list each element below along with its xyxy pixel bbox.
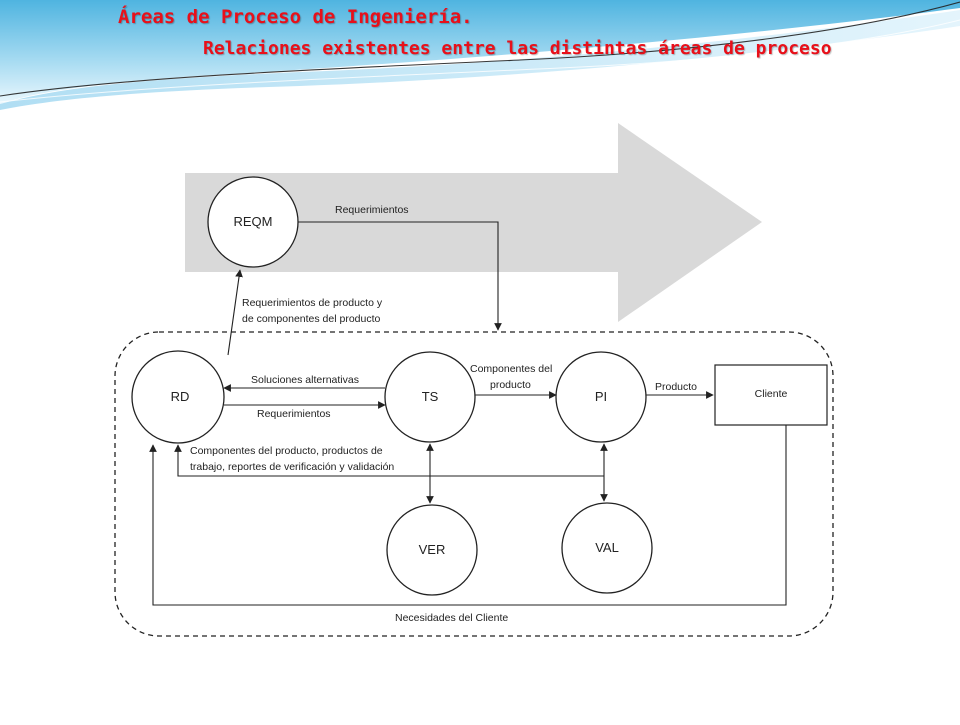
edge-reqm-requerimientos: Requerimientos xyxy=(298,204,502,331)
node-ver: VER xyxy=(386,504,478,596)
node-pi: PI xyxy=(555,351,647,443)
edge-feedback-label-1: Componentes del producto, productos de xyxy=(190,445,383,457)
edge-rd-to-reqm: Requerimientos de producto y de componen… xyxy=(227,269,383,356)
engineering-boundary xyxy=(114,331,834,637)
slide-subtitle: Relaciones existentes entre las distinta… xyxy=(203,38,832,59)
edge-ts-to-rd-label: Soluciones alternativas xyxy=(251,374,359,386)
node-reqm-label: REQM xyxy=(234,214,273,229)
edge-feedback-label-2: trabajo, reportes de verificación y vali… xyxy=(190,461,394,473)
node-ts-label: TS xyxy=(422,389,439,404)
node-val: VAL xyxy=(561,502,653,594)
slide-title: Áreas de Proceso de Ingeniería. xyxy=(118,6,473,28)
edge-cliente-to-rd-label: Necesidades del Cliente xyxy=(395,612,508,624)
edge-pi-to-cliente: Producto xyxy=(646,381,714,399)
edge-ts-to-pi-label-2: producto xyxy=(490,379,531,391)
node-rd: RD xyxy=(131,350,225,444)
edge-rd-to-reqm-label-2: de componentes del producto xyxy=(242,313,381,325)
node-rd-label: RD xyxy=(171,389,190,404)
edge-rd-to-ts-label: Requerimientos xyxy=(257,408,331,420)
edge-feedback-to-rd: Componentes del producto, productos de t… xyxy=(174,444,604,477)
node-reqm: REQM xyxy=(207,176,299,268)
edge-ts-to-pi-label-1: Componentes del xyxy=(470,363,552,375)
header-wave xyxy=(0,0,960,110)
edge-rd-to-ts: Requerimientos xyxy=(224,401,386,420)
node-val-label: VAL xyxy=(595,540,619,555)
node-cliente-label: Cliente xyxy=(755,388,788,400)
node-pi-label: PI xyxy=(595,389,607,404)
edge-ts-to-rd: Soluciones alternativas xyxy=(223,374,385,392)
node-ts: TS xyxy=(384,351,476,443)
node-ver-label: VER xyxy=(419,542,446,557)
edge-pi-to-cliente-label: Producto xyxy=(655,381,697,393)
node-cliente: Cliente xyxy=(714,364,828,426)
edge-cliente-to-rd: Necesidades del Cliente xyxy=(149,425,787,624)
edge-ts-to-pi: Componentes del producto xyxy=(470,363,557,399)
edge-reqm-requerimientos-label: Requerimientos xyxy=(335,204,409,216)
edge-rd-to-reqm-label-1: Requerimientos de producto y xyxy=(242,297,383,309)
